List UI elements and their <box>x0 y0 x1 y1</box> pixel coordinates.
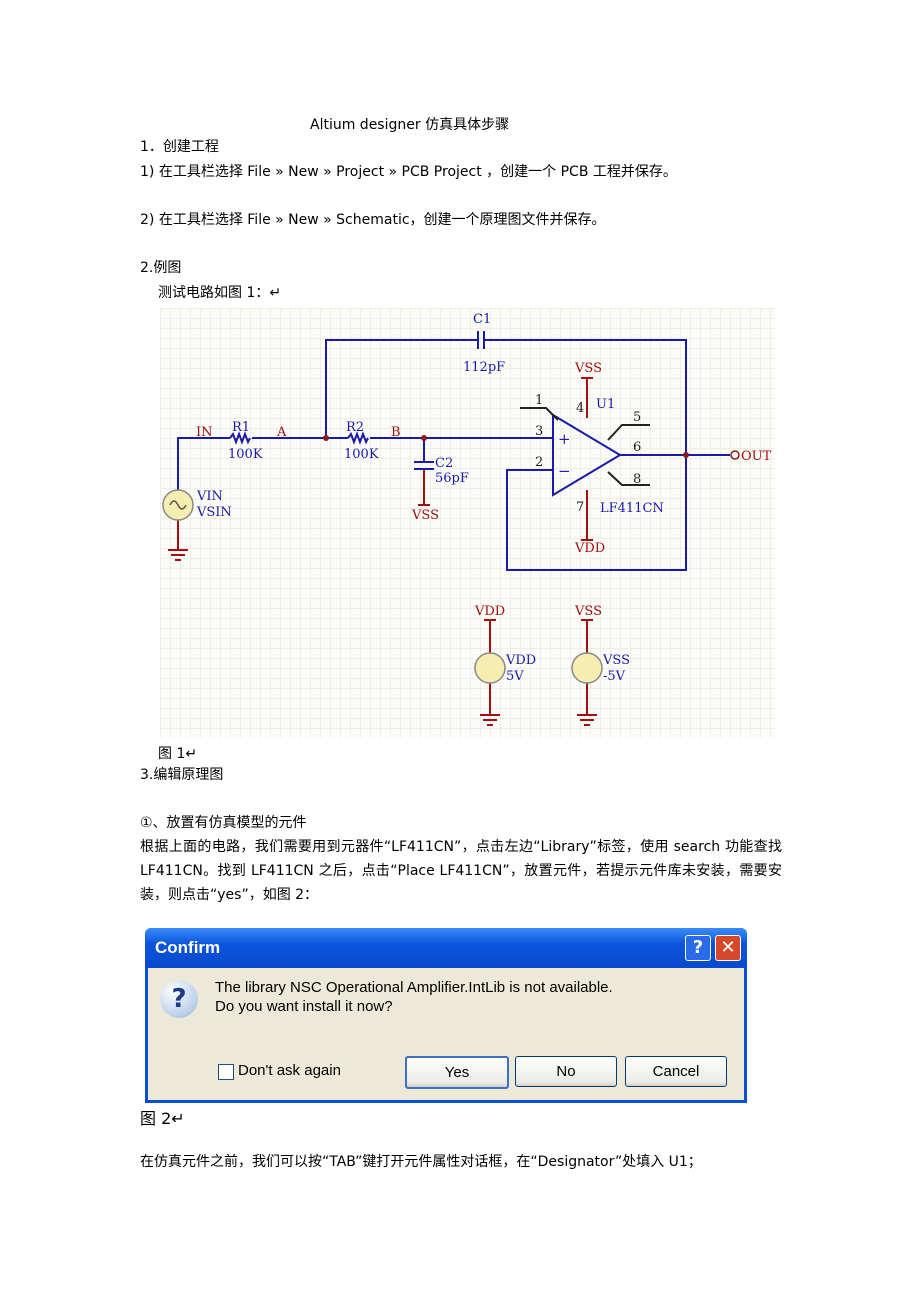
vss-source <box>571 652 603 684</box>
pin-label: 2 <box>535 455 543 470</box>
section-heading: 2.例图 <box>140 260 182 276</box>
input-wire <box>177 437 553 490</box>
step-text: 2) 在工具栏选择 File » New » Schematic，创建一个原理图… <box>140 212 606 228</box>
opamp-pins <box>520 407 650 486</box>
vin-label: VIN <box>196 489 223 504</box>
confirm-dialog: Confirm ? ✕ ? The library NSC Operationa… <box>145 928 747 1103</box>
question-icon: ? <box>160 980 198 1018</box>
step-text: 1) 在工具栏选择 File » New » Project » PCB Pro… <box>140 164 677 180</box>
pin-label: 6 <box>633 440 641 455</box>
figure-caption: 图 2↵ <box>140 1109 185 1128</box>
paragraph: 根据上面的电路，我们需要用到元器件“LF411CN”，点击左边“Library”… <box>140 839 782 903</box>
message-line: Do you want install it now? <box>215 998 393 1015</box>
dialog-body: ? The library NSC Operational Amplifier.… <box>148 968 744 1100</box>
vdd-source-value: 5V <box>506 669 524 684</box>
plus-sign: + <box>558 430 571 448</box>
vsin-label: VSIN <box>196 505 232 520</box>
dialog-titlebar: Confirm ? ✕ <box>145 928 747 968</box>
pin-label: 1 <box>535 393 543 408</box>
pin-label: 7 <box>576 500 584 515</box>
dialog-message: The library NSC Operational Amplifier.In… <box>215 978 613 1016</box>
net-a: A <box>276 425 287 440</box>
help-button[interactable]: ? <box>685 935 711 961</box>
net-in: IN <box>196 425 213 440</box>
vss-c2-symbol <box>418 470 430 506</box>
schematic-drawing: C1 112pF R1 100K R2 100K C2 56pF VIN VSI… <box>162 312 772 726</box>
c1-label: C1 <box>473 312 491 327</box>
schematic-figure: C1 112pF R1 100K R2 100K C2 56pF VIN VSI… <box>160 308 775 738</box>
vdd-source <box>474 652 506 684</box>
r1-value: 100K <box>228 447 263 462</box>
vdd-source-name: VDD <box>505 653 536 668</box>
feedback-wire <box>325 339 687 571</box>
net-b: B <box>391 425 401 440</box>
c1-value: 112pF <box>463 360 505 375</box>
paragraph: 在仿真元件之前，我们可以按“TAB”键打开元件属性对话框，在“Designato… <box>140 1154 702 1170</box>
section-heading: 1．创建工程 <box>140 139 219 155</box>
vdd-bottom: VDD <box>574 541 605 556</box>
out-port <box>730 450 740 460</box>
doc-title: Altium designer 仿真具体步骤 <box>310 117 510 133</box>
opamp-symbol <box>552 413 622 497</box>
minus-sign: − <box>558 462 571 480</box>
u1-label: U1 <box>596 397 615 412</box>
figure-caption: 图 1↵ <box>158 746 198 762</box>
vss-source-value: -5V <box>603 669 626 684</box>
vss-top: VSS <box>574 361 602 376</box>
vss-c2: VSS <box>411 508 439 523</box>
vss-source-name: VSS <box>602 653 630 668</box>
net-out: OUT <box>741 449 772 464</box>
vss-source-net: VSS <box>574 604 602 619</box>
c2-capacitor <box>414 438 434 470</box>
c1-capacitor <box>477 331 485 349</box>
u1-part: LF411CN <box>600 501 664 516</box>
vdd-bottom-symbol <box>581 490 593 541</box>
ground-symbol <box>168 520 188 561</box>
figure-intro: 测试电路如图 1：↵ <box>158 285 282 301</box>
resistors <box>229 431 369 445</box>
pin-label: 8 <box>633 472 641 487</box>
pin-label: 4 <box>576 401 584 416</box>
r2-label: R2 <box>346 420 364 435</box>
vdd-source-wires <box>480 619 500 726</box>
dont-ask-checkbox[interactable] <box>218 1064 234 1080</box>
dialog-title: Confirm <box>155 938 221 957</box>
vss-top-symbol <box>581 377 593 418</box>
c2-value: 56pF <box>435 471 469 486</box>
cancel-button[interactable]: Cancel <box>625 1056 727 1087</box>
sub-heading: ①、放置有仿真模型的元件 <box>140 815 307 831</box>
close-button[interactable]: ✕ <box>715 935 741 961</box>
section-heading: 3.编辑原理图 <box>140 767 224 783</box>
vdd-source-net: VDD <box>474 604 505 619</box>
message-line: The library NSC Operational Amplifier.In… <box>215 979 613 996</box>
r2-value: 100K <box>344 447 379 462</box>
yes-button[interactable]: Yes <box>405 1056 509 1089</box>
pin-label: 5 <box>633 410 641 425</box>
pin-label: 3 <box>535 424 543 439</box>
r1-label: R1 <box>232 420 250 435</box>
no-button[interactable]: No <box>515 1056 617 1087</box>
vss-source-wires <box>577 619 597 726</box>
dont-ask-label[interactable]: Don't ask again <box>238 1062 341 1079</box>
c2-label: C2 <box>435 456 453 471</box>
